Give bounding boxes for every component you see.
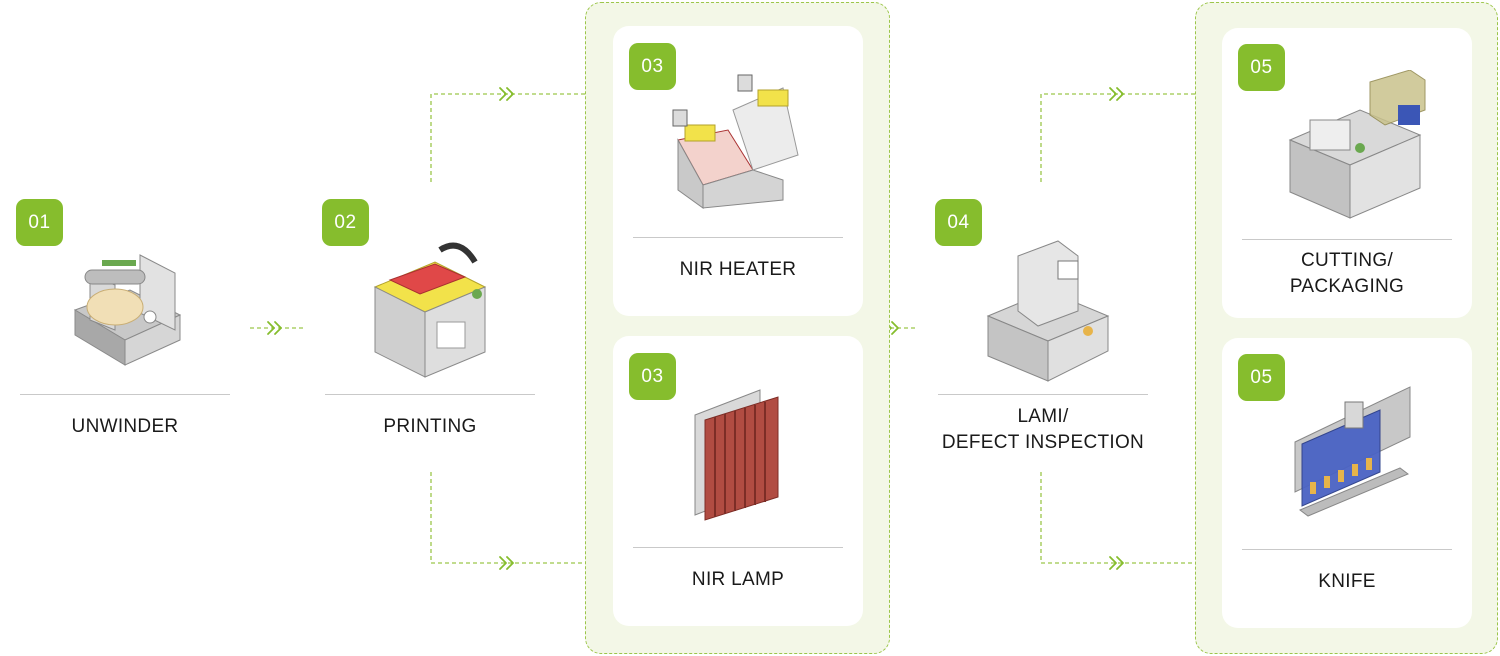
step-label-printing: PRINTING — [383, 416, 477, 437]
divider — [1242, 549, 1452, 550]
step-badge-05: 05 — [1238, 354, 1285, 401]
step-label-unwinder: UNWINDER — [71, 416, 179, 437]
label-line: LAMI/ — [1017, 406, 1069, 427]
step-badge-05: 05 — [1238, 44, 1285, 91]
double-chevron-right-icon — [499, 87, 514, 101]
divider — [325, 394, 535, 395]
double-chevron-right-icon — [267, 321, 282, 335]
connector-printing-upper — [430, 93, 585, 182]
connector-lami-upper — [1040, 93, 1195, 182]
step-label-lami-defect-inspection: LAMI/ DEFECT INSPECTION — [930, 404, 1156, 456]
label-line: CUTTING/ — [1300, 250, 1394, 271]
divider — [633, 237, 843, 238]
nir-lamp-image — [694, 389, 779, 521]
connector-lami-lower — [1040, 472, 1195, 564]
step-label-cutting-packaging: CUTTING/ PACKAGING — [1242, 248, 1452, 300]
lami-defect-inspection-image — [986, 240, 1110, 382]
step-badge-01: 01 — [16, 199, 63, 246]
step-badge-03: 03 — [629, 43, 676, 90]
step-badge-03: 03 — [629, 353, 676, 400]
step-label-nir-heater: NIR HEATER — [679, 259, 797, 280]
double-chevron-right-icon — [1109, 87, 1124, 101]
step-label-nir-lamp: NIR LAMP — [691, 569, 785, 590]
cutting-packaging-image — [1288, 70, 1426, 219]
step-label-knife: KNIFE — [1318, 571, 1376, 592]
printing-machine-image — [373, 242, 487, 378]
divider — [633, 547, 843, 548]
divider — [20, 394, 230, 395]
nir-heater-image — [672, 74, 799, 209]
label-line: DEFECT INSPECTION — [941, 432, 1145, 453]
step-badge-04: 04 — [935, 199, 982, 246]
divider — [938, 394, 1148, 395]
label-line: PACKAGING — [1289, 276, 1405, 297]
connector-printing-lower — [430, 472, 585, 564]
step-badge-02: 02 — [322, 199, 369, 246]
unwinder-machine-image — [73, 254, 182, 366]
divider — [1242, 239, 1452, 240]
knife-assembly-image — [1294, 386, 1411, 517]
double-chevron-right-icon — [1109, 556, 1124, 570]
double-chevron-right-icon — [499, 556, 514, 570]
